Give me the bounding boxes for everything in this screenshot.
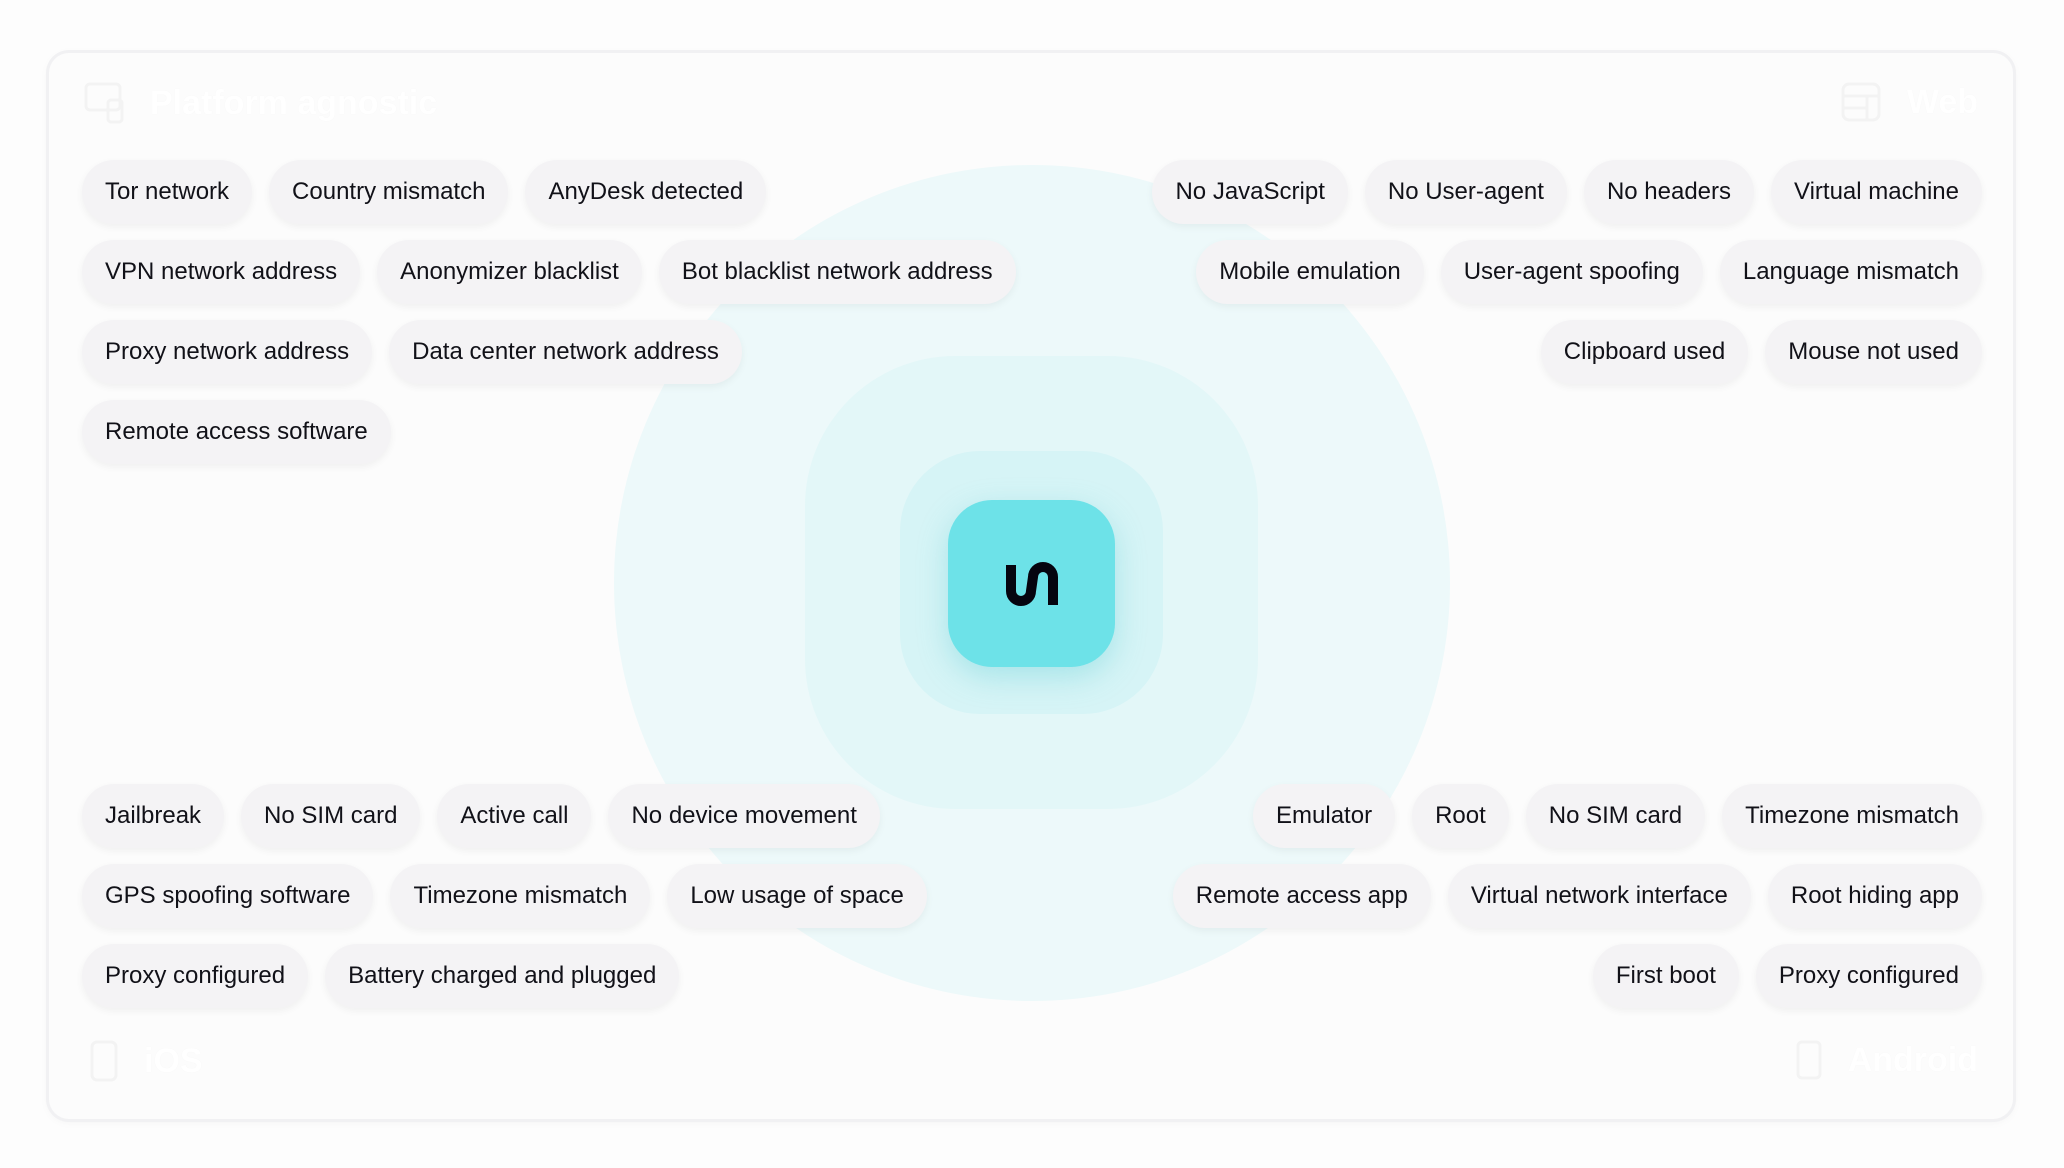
signal-chip: Timezone mismatch [1722,784,1982,848]
signal-chip: Jailbreak [82,784,225,848]
corner-label: Android [1847,1040,1978,1079]
devices-icon [84,82,124,124]
signal-chip: First boot [1592,944,1739,1008]
signal-chip: Root [1412,784,1509,848]
signal-chip: Root hiding app [1767,864,1982,928]
logo-glyph-icon [1005,561,1058,606]
signal-chip: No SIM card [1525,784,1706,848]
browser-icon [1841,82,1881,122]
signal-chip: Proxy configured [1755,944,1982,1008]
signal-chip: Low usage of space [667,864,927,928]
signal-chip: Battery charged and plugged [325,944,680,1008]
signal-chip: No headers [1583,160,1755,224]
signal-chip: AnyDesk detected [525,160,767,224]
signal-chip: Remote access software [82,400,391,464]
signal-chip: Timezone mismatch [390,864,651,928]
corner-android: Android [1796,1040,1978,1080]
signal-chip: Language mismatch [1719,240,1982,304]
signal-chip: No device movement [608,784,880,848]
corner-platform-agnostic: Platform agnostic [84,82,437,124]
android-phone-icon [1796,1040,1822,1080]
signal-chip: Virtual network interface [1447,864,1751,928]
signal-chip: Clipboard used [1540,320,1749,384]
signal-chip: Anonymizer blacklist [377,240,642,304]
corner-web: Web [1841,82,1978,122]
signal-chip: Proxy network address [82,320,373,384]
signal-chip: GPS spoofing software [82,864,374,928]
signal-chip: No JavaScript [1152,160,1348,224]
signal-chip: Proxy configured [82,944,309,1008]
signal-chip: Active call [437,784,592,848]
corner-label: iOS [144,1041,203,1080]
signal-chip: User-agent spoofing [1440,240,1703,304]
signal-chip: VPN network address [82,240,361,304]
corner-label: Web [1906,82,1978,121]
signal-row: Remote access software [82,400,1016,464]
corner-label: Platform agnostic [150,83,438,122]
signal-chip: Data center network address [389,320,742,384]
signal-chip: Virtual machine [1771,160,1982,224]
signal-chip: Bot blacklist network address [658,240,1016,304]
signal-chip: No User-agent [1364,160,1567,224]
signal-chip: Tor network [82,160,253,224]
brand-logo [948,500,1115,667]
signal-chip: Mouse not used [1765,320,1982,384]
signal-chip: Mobile emulation [1196,240,1424,304]
signal-chip: No SIM card [241,784,421,848]
signal-chip: Remote access app [1172,864,1431,928]
iphone-icon [90,1040,118,1082]
signal-chip: Emulator [1253,784,1396,848]
corner-ios: iOS [90,1040,203,1082]
signal-chip: Country mismatch [269,160,509,224]
